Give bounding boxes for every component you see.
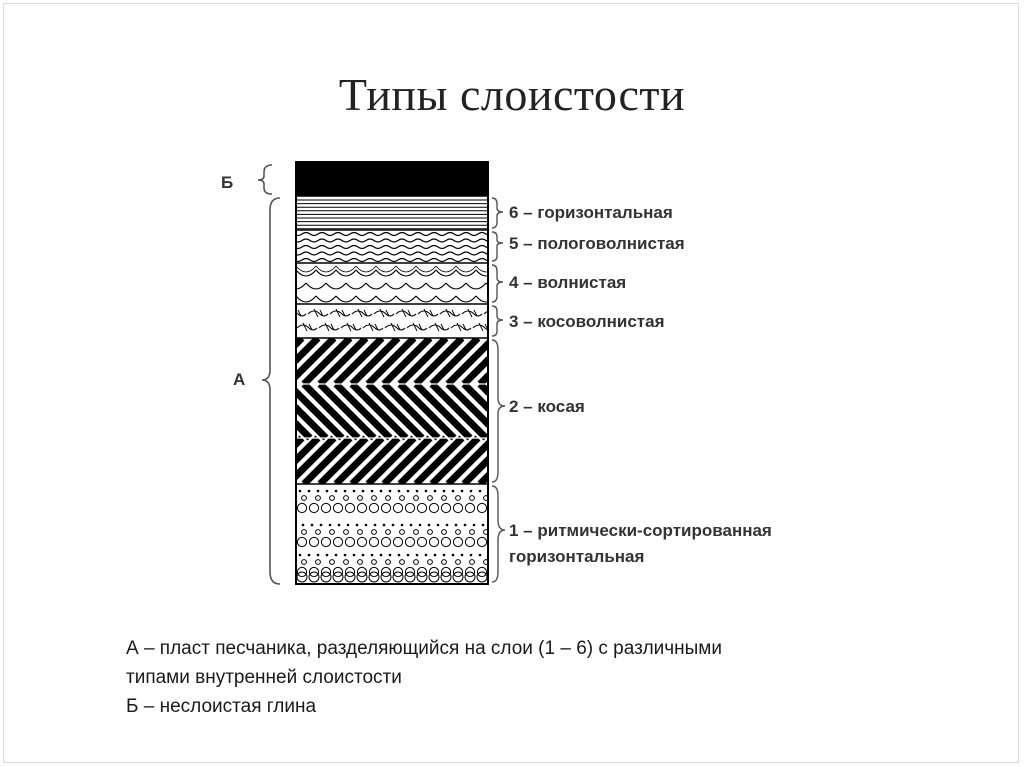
brace-layer-2 [491,339,506,483]
group-letter-a: А [233,370,245,389]
brace-a [261,197,281,585]
caption-line-2: типами внутренней слоистости [126,667,402,688]
layer-5-gentle-wavy [296,231,488,263]
brace-b [257,164,273,195]
brace-layer-6 [491,197,504,229]
group-letter-b: Б [221,173,233,192]
column-outline [295,161,489,585]
label-layer-1-line1: 1 – ритмически-сортированная [509,521,772,540]
slide-frame [3,3,1019,763]
slide-title: Типы слоистости [338,69,686,120]
label-layer-3: 3 – косоволнистая [509,312,665,331]
caption-line-3: Б – неслоистая глина [126,696,317,717]
right-braces [491,197,506,583]
brace-layer-1 [491,485,506,583]
label-layer-6: 6 – горизонтальная [509,203,673,222]
layer-1-rhythmic-sorted [296,489,488,583]
layer-4-wavy [296,265,488,303]
clay-layer-b [296,162,488,196]
label-layer-1-line2: горизонтальная [509,547,644,566]
layer-2-oblique [296,338,488,484]
brace-layer-5 [491,231,504,262]
layer-3-cross-wavy [296,308,488,332]
caption: А – пласт песчаника, разделяющийся на сл… [126,634,946,721]
brace-layer-4 [491,264,504,303]
caption-line-1: А – пласт песчаника, разделяющийся на сл… [126,638,722,659]
label-layer-4: 4 – волнистая [509,273,626,292]
label-layer-2: 2 – косая [509,397,585,416]
label-layer-5: 5 – пологоволнистая [509,234,685,253]
brace-layer-3 [491,305,504,337]
layer-6-horizontal [296,199,488,230]
layer-boundaries [296,195,488,485]
